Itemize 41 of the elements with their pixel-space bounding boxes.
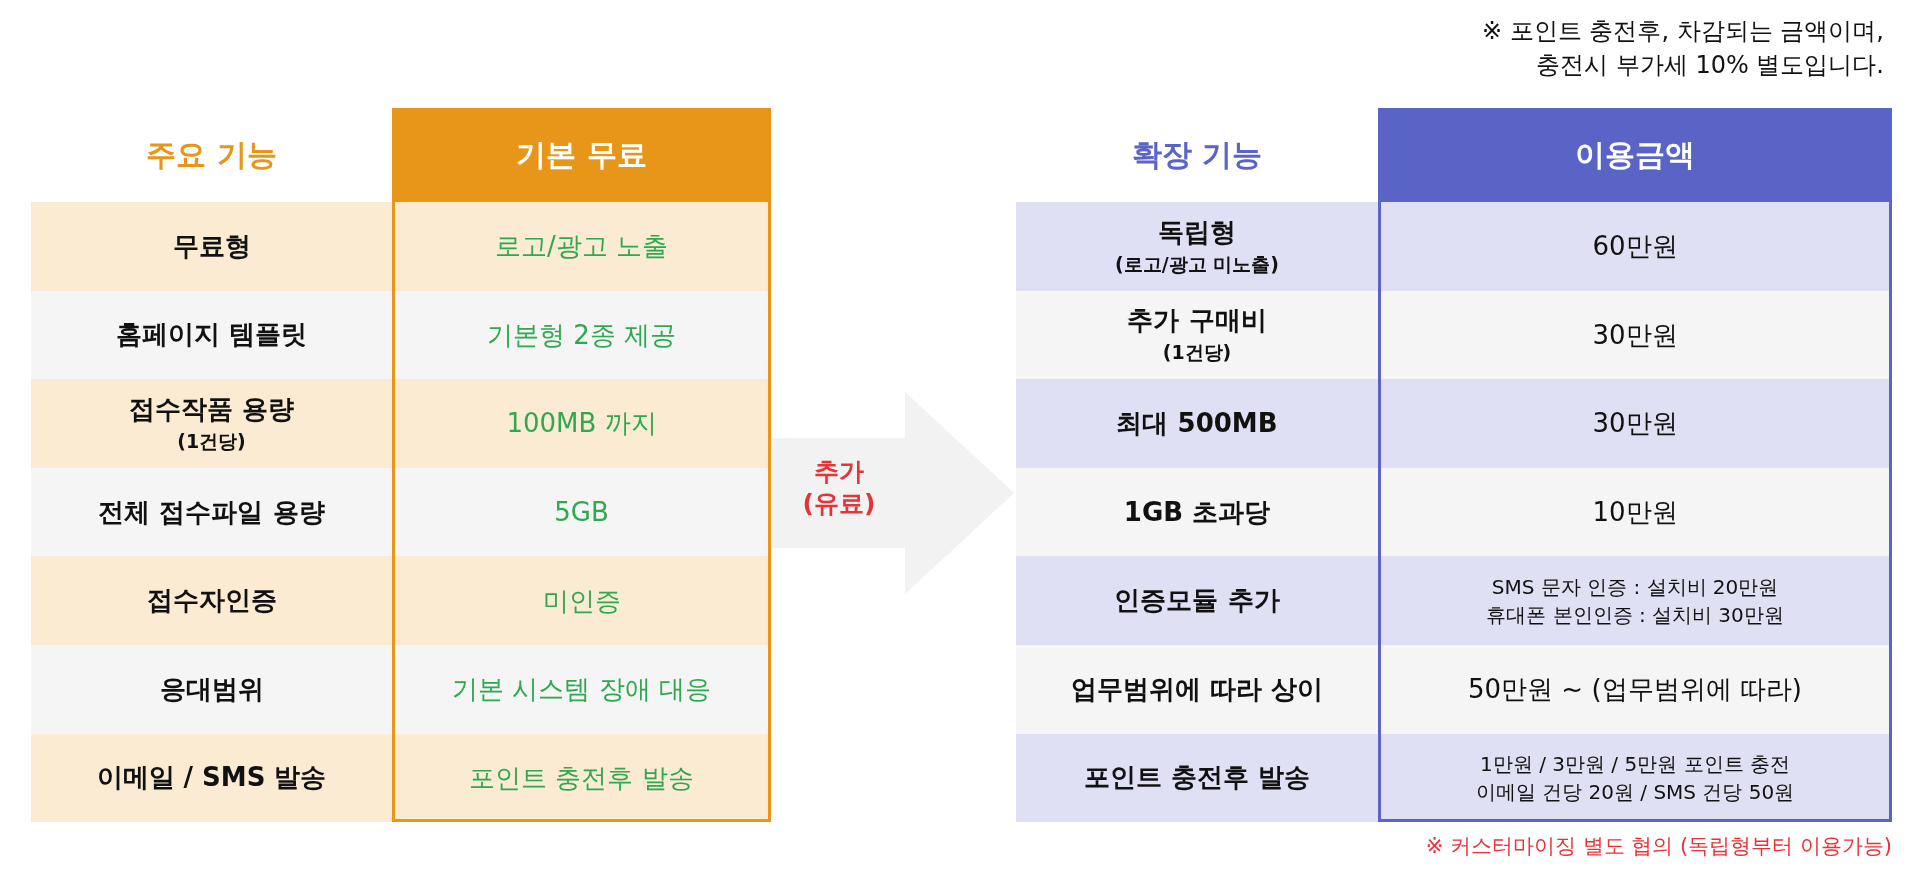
cell-text: 100MB 까지 — [506, 407, 657, 441]
cell-text: SMS 문자 인증 : 설치비 20만원 — [1491, 573, 1779, 601]
comparison-table — [31, 108, 771, 823]
cell-text: 미인증 — [542, 584, 621, 618]
row-heading: 응대범위 — [159, 672, 264, 706]
row-heading: 접수작품 용량 — [128, 393, 295, 426]
row-heading: 전체 접수파일 용량 — [98, 495, 325, 529]
row-heading: 업무범위에 따라 상이 — [1070, 672, 1324, 706]
cell-text: 30만원 — [1592, 318, 1678, 352]
column-header: 이용금액 — [1575, 135, 1695, 174]
row-heading: 포인트 충전후 발송 — [1083, 761, 1311, 795]
cell-text: 이메일 건당 20원 / SMS 건당 50원 — [1475, 778, 1795, 806]
cell-text: 기본형 2종 제공 — [486, 318, 677, 352]
row-heading: 이메일 / SMS 발송 — [96, 761, 327, 795]
row-subnote: (1건당) — [177, 429, 246, 454]
row-heading: 1GB 초과당 — [1123, 495, 1271, 529]
cell-text: 60만원 — [1592, 230, 1678, 264]
row-heading: 무료형 — [172, 229, 251, 263]
cell-text: 1만원 / 3만원 / 5만원 포인트 충전 — [1480, 750, 1790, 778]
note-text: ※ 커스터마이징 별도 협의 (독립형부터 이용가능) — [1425, 833, 1892, 860]
cell-text: 휴대폰 본인인증 : 설치비 30만원 — [1486, 601, 1784, 629]
cell-text: 50만원 ~ (업무범위에 따라) — [1468, 673, 1802, 707]
row-heading: 접수자인증 — [146, 584, 277, 618]
row-subnote: (1건당) — [1162, 340, 1232, 366]
column-header: 기본 무료 — [516, 135, 647, 174]
cell-text: 로고/광고 노출 — [495, 230, 668, 264]
row-heading: 추가 구매비 — [1127, 304, 1267, 338]
row-heading: 최대 500MB — [1116, 407, 1278, 440]
row-subnote: (로고/광고 미노출) — [1115, 251, 1279, 277]
column-header: 주요 기능 — [146, 135, 277, 174]
cell-text: 30만원 — [1592, 407, 1678, 441]
cell-text: 5GB — [554, 496, 609, 530]
row-heading: 인증모듈 추가 — [1114, 584, 1280, 618]
column-header: 확장 기능 — [1131, 135, 1263, 174]
comparison-table — [1016, 108, 1892, 823]
cell-text: 10만원 — [1592, 496, 1678, 530]
cell-text: 포인트 충전후 발송 — [469, 761, 694, 795]
row-heading: 홈페이지 템플릿 — [115, 318, 308, 352]
row-heading: 독립형 — [1158, 215, 1236, 249]
note-text: ※ 포인트 충전후, 차감되는 금액이며, 충전시 부가세 10% 별도입니다. — [1481, 16, 1884, 81]
cell-text: 기본 시스템 장애 대응 — [452, 673, 711, 707]
